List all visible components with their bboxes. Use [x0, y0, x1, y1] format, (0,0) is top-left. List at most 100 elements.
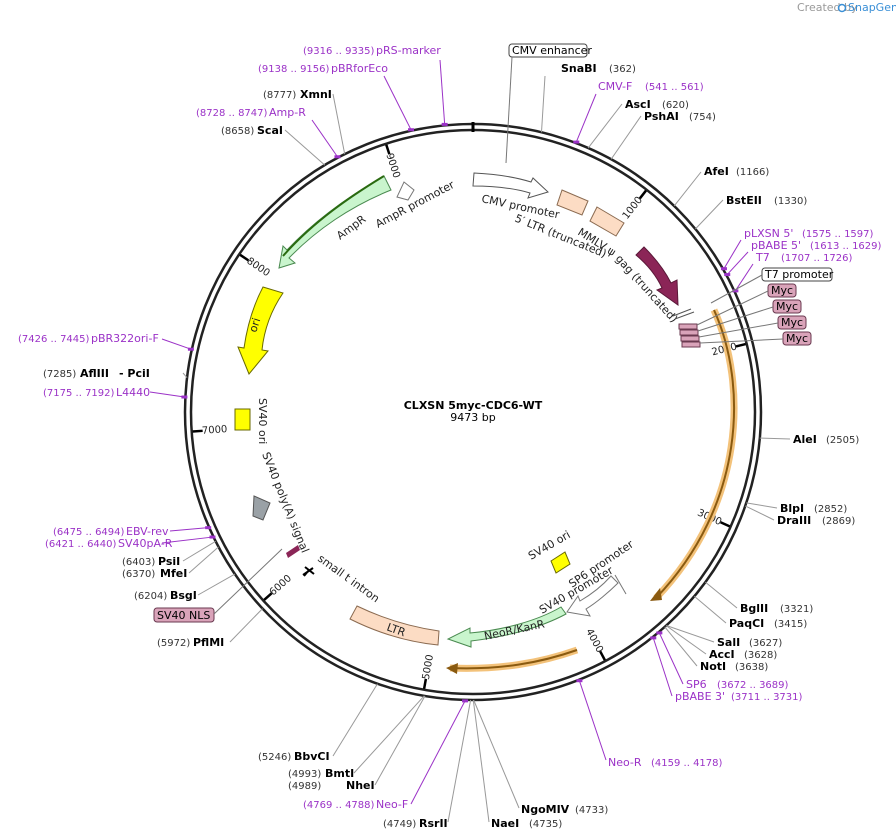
primer-ebv-rev[interactable]: EBV-rev	[126, 525, 169, 538]
enzyme-alei[interactable]: AleI	[793, 433, 817, 446]
primer-pbrforeco[interactable]: pBRforEco	[331, 62, 388, 75]
myc-box-3[interactable]	[777, 315, 807, 330]
enzyme-naei-pos: (4735)	[529, 819, 562, 830]
primer-neo-f-pos: (4769 .. 4788)	[303, 800, 375, 811]
enzyme-acci[interactable]: AccI	[709, 648, 735, 661]
sv40-nls-box[interactable]	[153, 607, 215, 623]
enzyme-bbvci[interactable]: BbvCI	[294, 750, 330, 763]
primer-pbabe5-pos: (1613 .. 1629)	[810, 241, 882, 252]
cmv-promoter-arrow[interactable]	[472, 172, 549, 199]
enzyme-ngomiv[interactable]: NgoMIV	[521, 803, 570, 816]
myc-box-2[interactable]	[772, 299, 802, 314]
t7-promoter-box[interactable]	[761, 267, 833, 282]
enzyme-acci-pos: (3628)	[744, 650, 777, 661]
enzyme-noti[interactable]: NotI	[700, 660, 726, 673]
enzyme-blpi[interactable]: BlpI	[780, 502, 804, 515]
primer-leader-pbrforeco	[383, 75, 412, 130]
sv40-ori-left-label: SV40 ori	[256, 398, 269, 444]
enzyme-xmni[interactable]: XmnI	[300, 88, 332, 101]
enzyme-asci[interactable]: AscI	[625, 98, 651, 111]
orange-arc-bottom-head	[446, 663, 458, 674]
primer-plxsn5[interactable]: pLXSN 5'	[744, 227, 793, 240]
neo-arrow[interactable]	[446, 606, 567, 648]
enzyme-afei[interactable]: AfeI	[704, 165, 729, 178]
ltr3-box[interactable]	[349, 605, 440, 646]
sv40-ori-left-box[interactable]	[234, 408, 251, 431]
enzyme-bmti[interactable]: BmtI	[325, 767, 354, 780]
sv40-ori-inner-box[interactable]	[550, 551, 571, 574]
gag-arrow[interactable]	[635, 246, 679, 307]
tick-label-5000: 5000	[421, 654, 436, 681]
snapgene-logo-icon	[837, 3, 847, 13]
primer-mark-l4440	[181, 395, 188, 399]
small-t-intron-mark[interactable]	[302, 566, 315, 577]
enzyme-leader-pshai	[610, 115, 642, 160]
primer-l4440[interactable]: L4440	[116, 386, 150, 399]
myc-tag-4[interactable]	[681, 341, 701, 348]
enzyme-nhei[interactable]: NheI	[346, 779, 375, 792]
primer-prs-marker-pos: (9316 .. 9335)	[303, 46, 375, 57]
myc-leader-1	[696, 290, 769, 326]
enzyme-sali-pos: (3627)	[749, 638, 782, 649]
enzyme-leader-nhei	[374, 695, 426, 786]
primer-pbr322ori-f[interactable]: pBR322ori-F	[91, 332, 159, 345]
leader-lines	[149, 59, 791, 823]
enzyme-sali[interactable]: SalI	[717, 636, 740, 649]
ori-arrow[interactable]	[237, 286, 284, 375]
primer-sp6[interactable]: SP6	[686, 678, 707, 691]
enzyme-pcii[interactable]: - PciI	[119, 367, 150, 380]
myc-box-4[interactable]	[782, 331, 812, 346]
enzyme-leader-mfei	[188, 546, 219, 574]
primer-pbrforeco-pos: (9138 .. 9156)	[258, 64, 330, 75]
tick-mark-4000	[599, 650, 606, 661]
primer-amp-r[interactable]: Amp-R	[269, 106, 306, 119]
enzyme-pshai[interactable]: PshAI	[644, 110, 679, 123]
primer-cmv-f[interactable]: CMV-F	[598, 80, 632, 93]
enzyme-bsteii[interactable]: BstEII	[726, 194, 762, 207]
ampr-promoter-arrow[interactable]	[396, 181, 415, 201]
enzyme-rsrii[interactable]: RsrII	[419, 817, 448, 830]
tick-mark-5000	[422, 678, 428, 689]
enzyme-snabi[interactable]: SnaBI	[561, 62, 597, 75]
enzyme-paqci[interactable]: PaqCI	[729, 617, 764, 630]
myc-tag-1[interactable]	[678, 323, 698, 330]
enzyme-psii[interactable]: PsiI	[158, 555, 180, 568]
primer-t7[interactable]: T7	[755, 251, 770, 264]
enzyme-leader-ngomiv	[473, 699, 520, 809]
enzyme-draiii-pos: (2869)	[822, 516, 855, 527]
primer-sv40pa-r[interactable]: SV40pA-R	[118, 537, 173, 550]
primer-pbr322ori-f-pos: (7426 .. 7445)	[18, 334, 90, 345]
primer-pbabe3[interactable]: pBABE 3'	[675, 690, 725, 703]
polya-grey-box[interactable]	[252, 495, 271, 521]
enzyme-afliii[interactable]: AflIII	[80, 367, 109, 380]
enzyme-draiii[interactable]: DraIII	[777, 514, 811, 527]
primer-pbabe3-pos: (3711 .. 3731)	[731, 692, 803, 703]
enzyme-bsgi[interactable]: BsgI	[170, 589, 197, 602]
enzyme-scai[interactable]: ScaI	[257, 124, 283, 137]
sv40-promoter-arrow[interactable]	[566, 575, 619, 617]
primer-neo-f[interactable]: Neo-F	[376, 798, 408, 811]
ltr5-box[interactable]	[556, 189, 589, 216]
tick-label-8000: 8000	[244, 256, 271, 279]
orange-arc-bottom[interactable]	[449, 649, 578, 670]
cmv-enhancer-box[interactable]	[508, 43, 588, 58]
myc-tag-3[interactable]	[680, 335, 700, 342]
enzyme-paqci-pos: (3415)	[774, 619, 807, 630]
enzyme-pflmi[interactable]: PflMI	[193, 636, 224, 649]
myc-tag-2[interactable]	[679, 329, 699, 336]
myc-box-1[interactable]	[767, 283, 797, 298]
enzyme-mfei[interactable]: MfeI	[160, 567, 187, 580]
polya-small-arrow[interactable]	[286, 545, 300, 558]
mmlv-psi-box[interactable]	[589, 206, 625, 237]
primer-pbabe5[interactable]: pBABE 5'	[751, 239, 801, 252]
primer-leader-amp-r	[311, 119, 338, 158]
enzyme-alei-pos: (2505)	[826, 435, 859, 446]
primer-mark-pbrforeco	[407, 128, 414, 132]
tick-label-7000: 7000	[202, 424, 228, 437]
enzyme-naei[interactable]: NaeI	[491, 817, 519, 830]
enzyme-leader-afliii	[182, 372, 188, 378]
primer-neo-r[interactable]: Neo-R	[608, 756, 642, 769]
enzyme-bglii[interactable]: BglII	[740, 602, 768, 615]
primer-prs-marker[interactable]: pRS-marker	[376, 44, 441, 57]
